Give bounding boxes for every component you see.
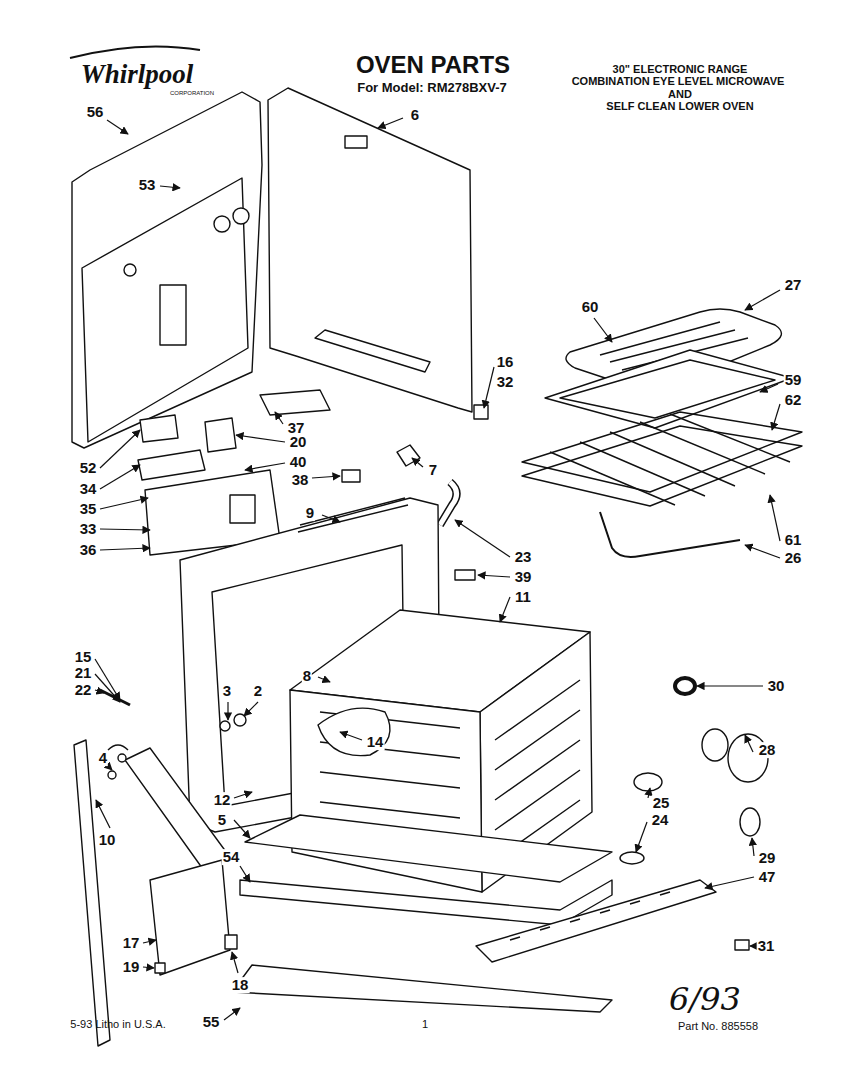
callout-number: 5 [217, 812, 227, 828]
brand-logo: Whirlpool [81, 60, 194, 88]
header-text: AND [668, 89, 692, 101]
callout-number: 6 [410, 107, 420, 123]
callout-number: 36 [79, 542, 98, 558]
callout-number: 3 [222, 683, 232, 699]
callout-number: 61 [784, 532, 803, 548]
page-title: OVEN PARTS [356, 52, 510, 77]
header-text: SELF CLEAN LOWER OVEN [606, 101, 753, 113]
callout-number: 16 [496, 354, 515, 370]
callout-number: 31 [757, 938, 776, 954]
callout-number: 21 [74, 665, 93, 681]
callout-number: 62 [784, 392, 803, 408]
page-number: 1 [422, 1019, 428, 1031]
callout-number: 30 [767, 678, 786, 694]
callout-number: 4 [98, 750, 108, 766]
callout-number: 11 [514, 589, 532, 605]
callout-number: 54 [222, 849, 241, 865]
callout-number: 8 [302, 668, 312, 684]
header-text: 30" ELECTRONIC RANGE [613, 64, 748, 76]
callout-number: 35 [79, 501, 98, 517]
footer-text: 5-93 Litho in U.S.A. [70, 1019, 165, 1031]
callout-number: 34 [79, 481, 98, 497]
callout-number: 60 [581, 299, 600, 315]
brand-subtext: CORPORATION [170, 90, 214, 96]
callout-number: 23 [514, 549, 533, 565]
header-text: COMBINATION EYE LEVEL MICROWAVE [572, 76, 785, 88]
callout-number: 17 [122, 935, 141, 951]
callout-number: 33 [79, 521, 98, 537]
callout-number: 52 [79, 460, 98, 476]
callout-number: 14 [366, 734, 385, 750]
callout-number: 53 [138, 177, 157, 193]
callout-number: 7 [428, 462, 438, 478]
callout-number: 28 [758, 742, 777, 758]
callout-number: 20 [289, 434, 308, 450]
callout-number: 47 [758, 869, 777, 885]
callout-number: 18 [231, 977, 250, 993]
callout-number: 40 [289, 454, 308, 470]
callout-number: 29 [758, 850, 777, 866]
model-line: For Model: RM278BXV-7 [357, 81, 507, 95]
callout-number: 25 [652, 795, 671, 811]
callout-number: 24 [651, 812, 670, 828]
callout-number: 55 [202, 1014, 221, 1030]
callout-number: 2 [253, 683, 263, 699]
part-number: Part No. 885558 [678, 1021, 758, 1033]
callout-number: 19 [122, 959, 141, 975]
callout-number: 9 [305, 505, 315, 521]
callout-number: 26 [784, 550, 803, 566]
callout-number: 59 [784, 372, 803, 388]
callout-number: 27 [784, 277, 803, 293]
callout-number: 10 [98, 832, 117, 848]
callout-number: 39 [514, 569, 533, 585]
callout-number: 56 [86, 104, 105, 120]
callout-number: 38 [291, 472, 310, 488]
callout-number: 32 [496, 374, 515, 390]
callout-number: 22 [74, 682, 93, 698]
callout-number: 15 [74, 649, 93, 665]
callout-number: 12 [213, 792, 232, 808]
handwritten-date: 6/93 [669, 983, 741, 1017]
